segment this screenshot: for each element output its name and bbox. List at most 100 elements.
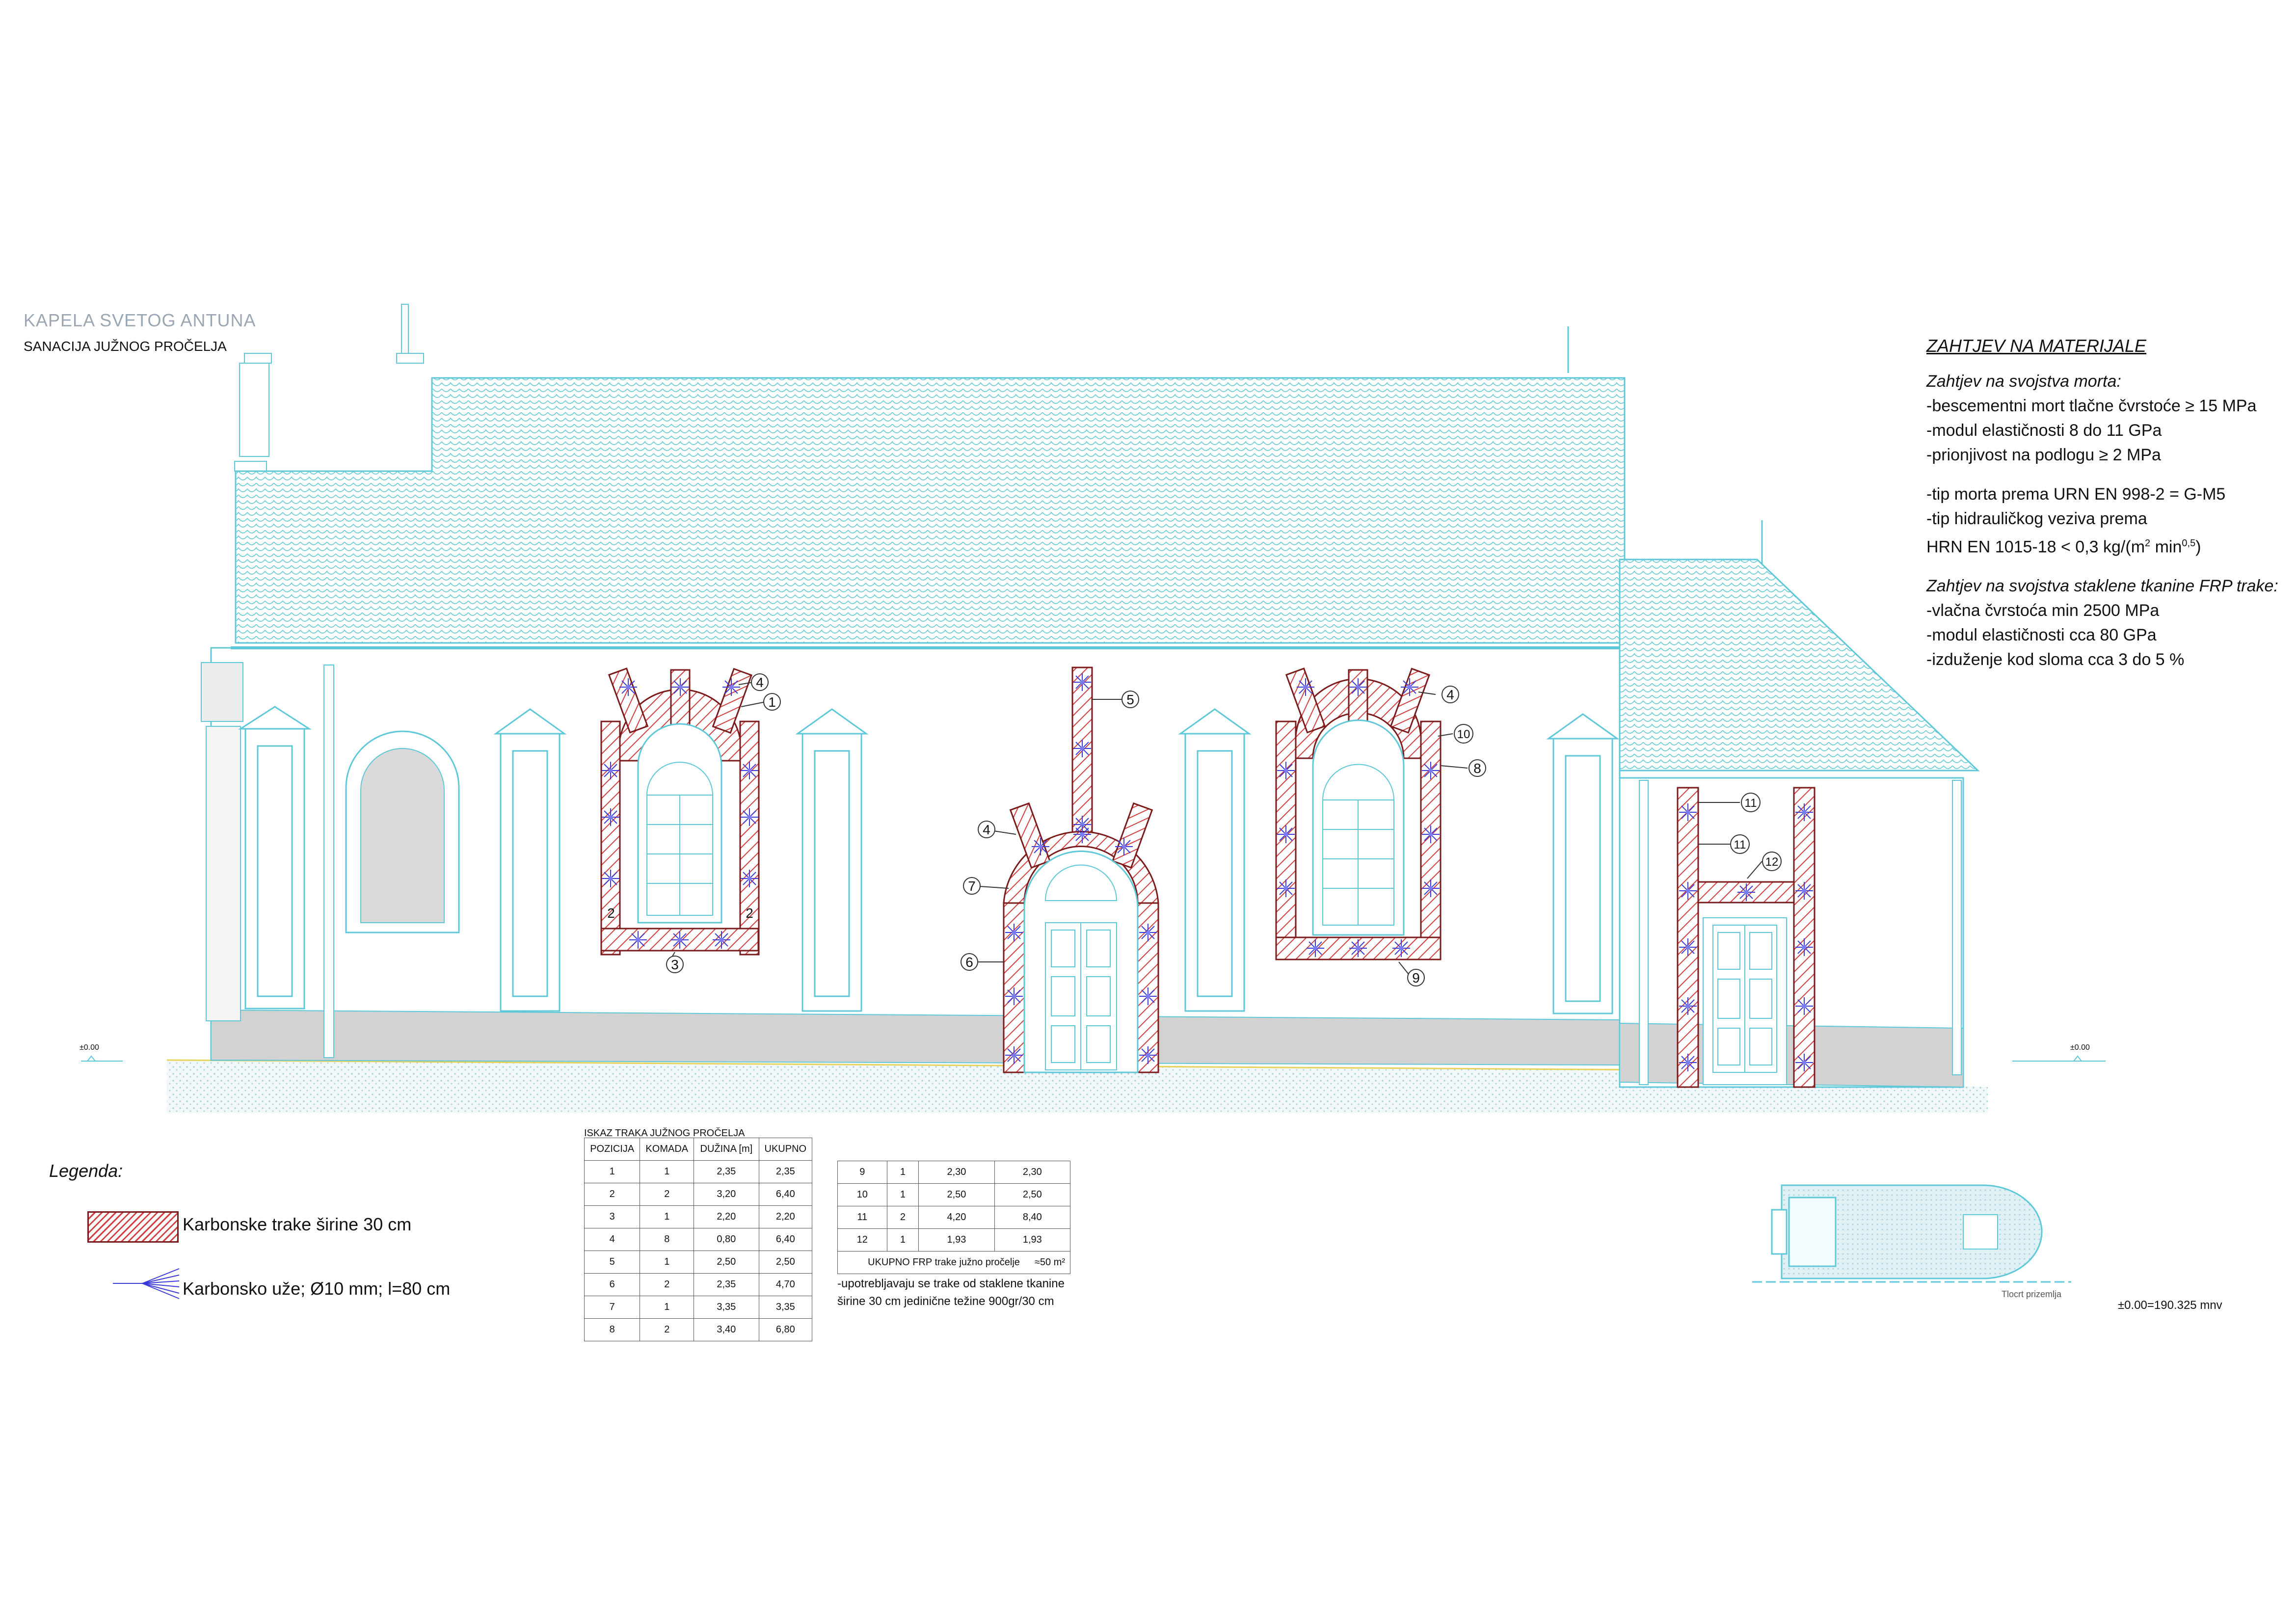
svg-text:12: 12 <box>1765 855 1779 869</box>
strip-table-caption: ISKAZ TRAKA JUŽNOG PROČELJA <box>584 1128 745 1139</box>
svg-text:4: 4 <box>756 675 764 690</box>
table-cell: 10 <box>837 1183 887 1206</box>
legend-strip-label: Karbonske trake širine 30 cm <box>183 1214 412 1234</box>
drawing-title: KAPELA SVETOG ANTUNA <box>24 310 256 330</box>
table-cell: 9 <box>837 1161 887 1184</box>
svg-text:9: 9 <box>1412 970 1420 985</box>
marker-10: 10 <box>1454 724 1473 744</box>
marker-11a: 11 <box>1741 793 1761 812</box>
marker-2b: 2 <box>746 905 753 921</box>
elevation-reference: ±0.00=190.325 mnv <box>2118 1299 2222 1312</box>
table-cell: 2,50 <box>994 1183 1071 1206</box>
legend-rope-icon <box>113 1268 180 1299</box>
level-right: ±0.00 <box>2070 1043 2090 1052</box>
table-cell: 2,50 <box>694 1251 759 1274</box>
table-header: DUŽINA [m] <box>694 1138 759 1161</box>
table-cell: 2 <box>640 1318 694 1341</box>
floor-plan-thumbnail <box>1752 1184 2071 1283</box>
table-cell: 0,80 <box>694 1228 759 1251</box>
table-header: UKUPNO <box>758 1138 813 1161</box>
note-line: -upotrebljavaju se trake od staklene tka… <box>837 1277 1065 1290</box>
marker-3: 3 <box>666 956 684 973</box>
table-cell: 1,93 <box>994 1228 1071 1251</box>
table-cell: 6 <box>584 1273 641 1296</box>
table-cell: 2 <box>640 1273 694 1296</box>
table-cell: 2,30 <box>918 1161 995 1184</box>
svg-text:2: 2 <box>607 905 615 921</box>
table-header: KOMADA <box>640 1138 694 1161</box>
drawing-subtitle: SANACIJA JUŽNOG PROČELJA <box>24 339 227 354</box>
table-cell: 1 <box>640 1160 694 1183</box>
svg-text:7: 7 <box>968 879 976 894</box>
table-cell: 2,50 <box>758 1251 813 1274</box>
table-cell: 5 <box>584 1251 641 1274</box>
table-header-row: POZICIJA KOMADA DUŽINA [m] UKUPNO <box>584 1138 813 1161</box>
svg-text:11: 11 <box>1745 797 1757 810</box>
table-cell: 1 <box>584 1160 641 1183</box>
table-cell: 4 <box>584 1228 641 1251</box>
svg-text:5: 5 <box>1126 692 1134 707</box>
legend-rope-label: Karbonsko uže; Ø10 mm; l=80 cm <box>183 1278 451 1299</box>
marker-5: 5 <box>1121 691 1139 708</box>
svg-text:11: 11 <box>1734 838 1746 852</box>
table-cell: 3 <box>584 1205 641 1228</box>
legend-title: Legenda: <box>49 1161 123 1181</box>
marker-1: 1 <box>763 693 781 711</box>
table-header: POZICIJA <box>584 1138 641 1161</box>
level-left: ±0.00 <box>80 1043 99 1052</box>
table-cell: 1 <box>886 1228 919 1251</box>
table-cell: 1 <box>640 1205 694 1228</box>
table-total: UKUPNO FRP trake južno pročelje≈50 m² <box>837 1251 1070 1274</box>
svg-text:10: 10 <box>1457 728 1470 741</box>
legend-strip-swatch <box>87 1211 179 1243</box>
marker-11b: 11 <box>1730 834 1750 854</box>
table-cell: 8 <box>584 1318 641 1341</box>
table-cell: 4,70 <box>758 1273 813 1296</box>
svg-text:1: 1 <box>768 694 776 710</box>
table-cell: 1 <box>640 1251 694 1274</box>
svg-text:4: 4 <box>983 822 990 837</box>
table-cell: 6,80 <box>758 1318 813 1341</box>
mortar-item: -prionjivost na podlogu ≥ 2 MPa <box>1926 446 2161 464</box>
table-cell: 2,20 <box>758 1205 813 1228</box>
table-cell: 2,30 <box>994 1161 1071 1184</box>
marker-4b: 4 <box>978 821 995 838</box>
table-cell: 2,35 <box>758 1160 813 1183</box>
frp-item: -izduženje kod sloma cca 3 do 5 % <box>1926 650 2185 669</box>
strip-note: -upotrebljavaju se trake od staklene tka… <box>837 1275 1065 1310</box>
mortar-item: -modul elastičnosti 8 do 11 GPa <box>1926 421 2162 440</box>
svg-text:2: 2 <box>746 905 753 921</box>
frp-heading: Zahtjev na svojstva staklene tkanine FRP… <box>1926 577 2278 596</box>
table-cell: 1 <box>886 1183 919 1206</box>
svg-text:4: 4 <box>1446 687 1454 702</box>
table-cell: 8 <box>640 1228 694 1251</box>
floor-plan-label: Tlocrt prizemlja <box>2002 1289 2062 1299</box>
marker-4c: 4 <box>1442 686 1459 703</box>
south-elevation-drawing <box>81 304 2106 1113</box>
table-cell: 2 <box>640 1183 694 1206</box>
table-cell: 1,93 <box>918 1228 995 1251</box>
frp-item: -vlačna čvrstoća min 2500 MPa <box>1926 601 2160 620</box>
table-cell: 12 <box>837 1228 887 1251</box>
table-cell: 1 <box>640 1296 694 1319</box>
marker-7: 7 <box>963 877 981 895</box>
marker-6: 6 <box>961 953 978 971</box>
marker-2a: 2 <box>607 905 615 921</box>
table-cell: 3,40 <box>694 1318 759 1341</box>
requirements-heading: ZAHTJEV NA MATERIJALE <box>1926 336 2147 356</box>
type-item: -tip morta prema URN EN 998-2 = G-M5 <box>1926 485 2226 504</box>
frp-strips-door <box>1003 666 1159 1073</box>
marker-8: 8 <box>1468 759 1486 777</box>
table-cell: 1 <box>886 1161 919 1184</box>
table-cell: 2,20 <box>694 1205 759 1228</box>
